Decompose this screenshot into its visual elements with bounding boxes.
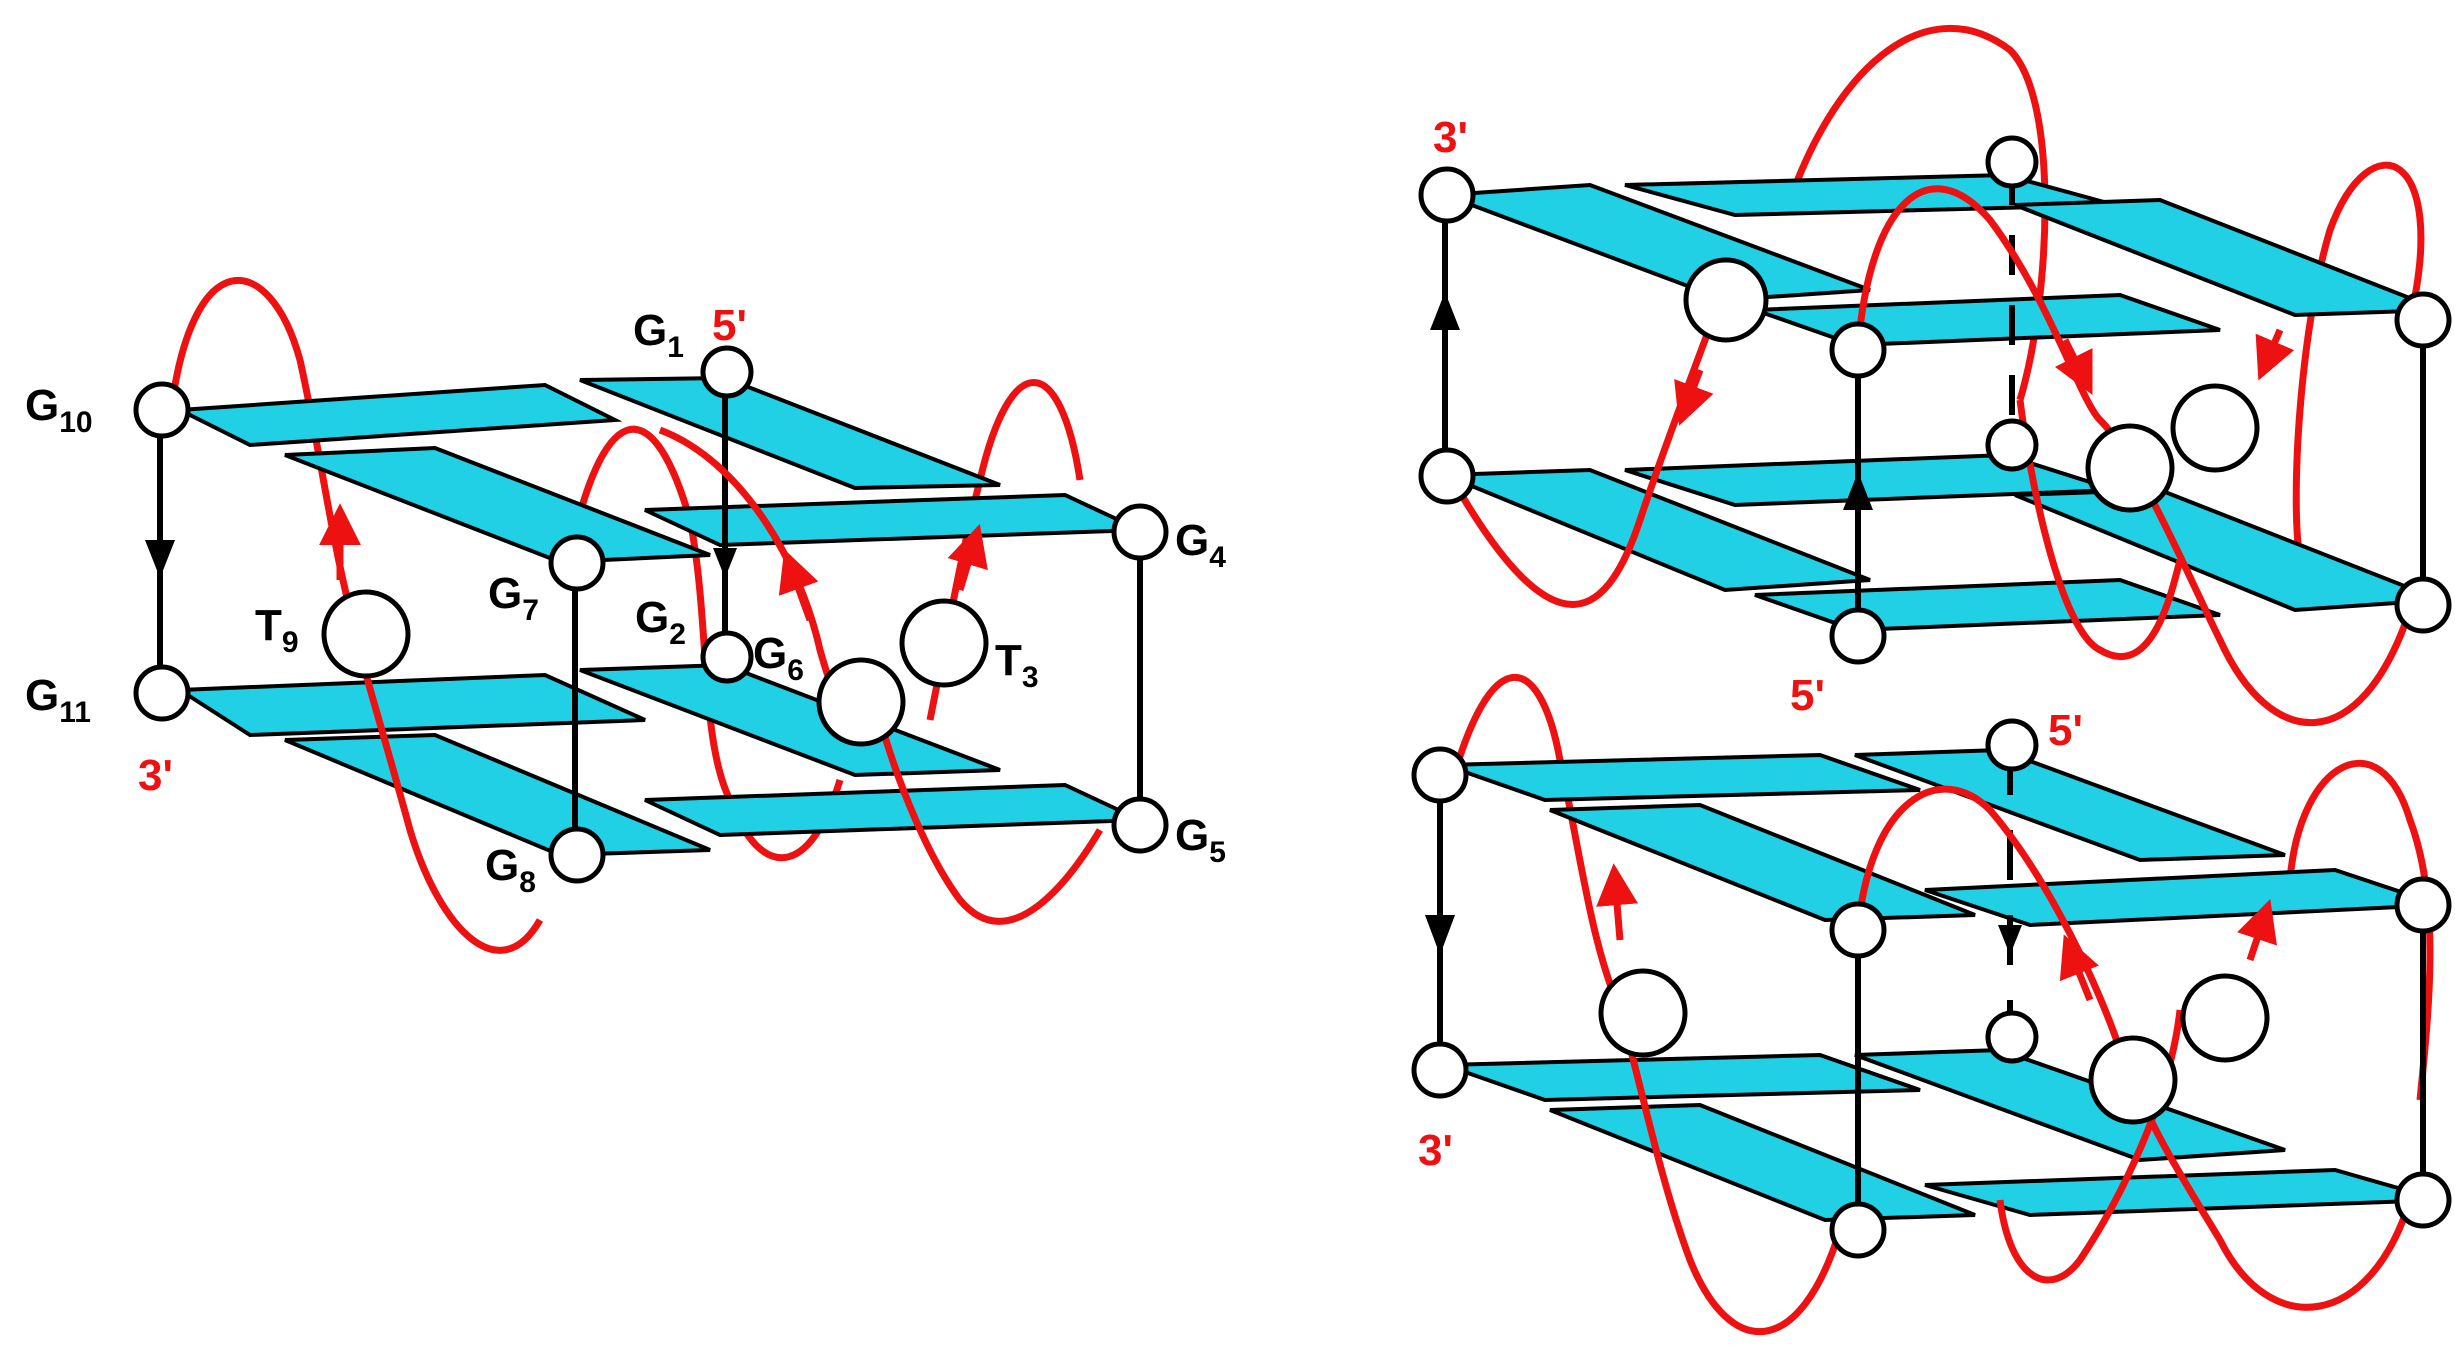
- strand-arrow: [1998, 925, 2022, 955]
- label-g8: G8: [485, 841, 536, 899]
- tetrad-plate: [1549, 802, 1976, 923]
- nucleotide: [1985, 1010, 2039, 1064]
- tetrad-plate: [284, 445, 711, 565]
- three-prime-label: 3': [138, 751, 173, 800]
- nucleotide-g10: [133, 381, 191, 439]
- nucleotide-g5: [1111, 796, 1169, 854]
- tetrad-plate: [1924, 867, 2441, 928]
- tetrad-plate: [1549, 1102, 1976, 1223]
- loop: [1446, 674, 1624, 1012]
- right-top-quadruplex: 3' 5': [1418, 24, 2452, 726]
- label-t9: T9: [255, 601, 299, 659]
- tetrad-plate: [579, 662, 1001, 778]
- strand-arrow: [145, 540, 175, 578]
- loop-arrow: [2237, 899, 2277, 962]
- loop-arrow: [2255, 328, 2295, 381]
- strand-arrow: [1430, 292, 1460, 330]
- nucleotide-g11: [133, 664, 191, 722]
- nucleotide: [2394, 876, 2452, 934]
- label-g6: G6: [753, 629, 804, 687]
- label-g10: G10: [25, 381, 93, 439]
- loop-arrow: [1596, 863, 1639, 941]
- nucleotide-g6: [816, 657, 906, 747]
- strand-arrow: [1425, 915, 1455, 955]
- nucleotide-g7: [548, 534, 606, 592]
- nucleotide: [1411, 1041, 1469, 1099]
- nucleotide: [1829, 321, 1887, 379]
- nucleotide: [2394, 576, 2452, 634]
- nucleotide-large: [2180, 973, 2270, 1063]
- left-quadruplex: G10 G11 T9 G7 G8 G1 G2 G6 T3 G4 G5 5' 3': [25, 276, 1226, 954]
- nucleotide-large: [2088, 1035, 2178, 1125]
- loop: [1616, 1009, 1844, 1335]
- tetrad-plate: [1444, 182, 1871, 303]
- nucleotide: [1829, 1201, 1887, 1259]
- five-prime-label: 5': [1790, 671, 1825, 720]
- nucleotide-t9: [321, 589, 411, 679]
- nucleotide-g8: [548, 826, 606, 884]
- label-g5: G5: [1175, 811, 1226, 869]
- label-t3: T3: [995, 636, 1039, 694]
- nucleotide: [1829, 607, 1887, 665]
- label-g7: G7: [488, 569, 539, 627]
- tetrad-plate: [173, 672, 646, 738]
- nucleotide-large: [1598, 968, 1688, 1058]
- nucleotide-large: [2085, 423, 2175, 513]
- label-g1: G1: [633, 306, 684, 364]
- loop: [2286, 759, 2434, 1101]
- nucleotide: [1411, 746, 1469, 804]
- tetrad-plate: [1444, 467, 1871, 593]
- five-prime-label: 5': [2048, 706, 2083, 755]
- loop-arrow: [2054, 338, 2093, 396]
- three-prime-label: 3': [1433, 113, 1468, 162]
- nucleotide-g2: [700, 630, 754, 684]
- strand-arrow: [1843, 472, 1873, 510]
- tetrad-plate: [644, 492, 1141, 548]
- loop: [2016, 399, 2184, 661]
- tetrad-plate: [1444, 752, 1921, 803]
- loop-arrow: [1674, 368, 1714, 426]
- tetrad-plate: [579, 375, 1001, 491]
- nucleotide-large: [1683, 257, 1769, 343]
- nucleotide: [1985, 135, 2039, 189]
- strand-arrow: [713, 548, 737, 578]
- tetrad-plate: [1854, 1047, 2286, 1163]
- tetrad-plate: [1854, 747, 2286, 863]
- nucleotide: [1418, 447, 1476, 505]
- right-bottom-quadruplex: 5' 3': [1411, 674, 2452, 1335]
- label-g11: G11: [25, 671, 91, 729]
- nucleotide: [2394, 1171, 2452, 1229]
- nucleotide-g1: [700, 345, 754, 399]
- nucleotide-t3: [899, 598, 989, 688]
- nucleotide: [1418, 166, 1476, 224]
- loop: [2292, 161, 2425, 561]
- tetrad-plate: [1754, 577, 2221, 633]
- loop-arrow: [778, 549, 819, 622]
- nucleotide: [1985, 418, 2039, 472]
- loop: [1854, 185, 2414, 726]
- tetrad-plate: [644, 782, 1141, 838]
- nucleotide-g4: [1111, 503, 1169, 561]
- loop-arrow: [947, 523, 988, 592]
- tetrad-plate: [172, 382, 623, 448]
- nucleotide: [2394, 291, 2452, 349]
- loop-g6-g5: [876, 719, 1104, 925]
- loop: [1786, 24, 2049, 402]
- nucleotide-large: [2170, 383, 2260, 473]
- nucleotide: [1985, 718, 2039, 772]
- five-prime-label: 5': [712, 301, 747, 350]
- tetrad-plate: [1754, 292, 2221, 348]
- nucleotide: [1829, 901, 1887, 959]
- label-g4: G4: [1175, 516, 1226, 574]
- three-prime-label: 3': [1418, 1126, 1453, 1175]
- tetrad-plate: [1444, 1052, 1921, 1103]
- loop-arrow: [2059, 934, 2099, 1002]
- tetrad-plate: [284, 732, 711, 858]
- label-g2: G2: [635, 593, 686, 651]
